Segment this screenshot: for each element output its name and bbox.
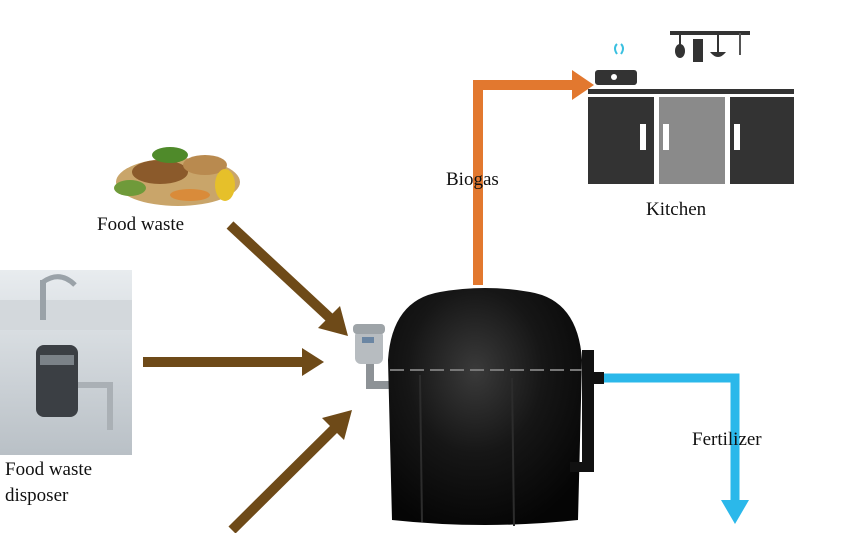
disposer-arrow <box>143 348 324 376</box>
outlet-pipe <box>582 350 594 470</box>
disposer-label-line1: Food waste <box>5 459 93 480</box>
biogas-label: Biogas <box>446 169 499 190</box>
fertilizer-arrow <box>602 373 749 524</box>
food-waste-image <box>114 147 240 206</box>
kitchen-illustration <box>588 31 794 184</box>
biogas-arrow <box>473 70 594 285</box>
biogas-digester-tank <box>353 288 604 527</box>
food-waste-label: Food waste <box>97 214 185 235</box>
food-waste-disposer-image <box>0 270 132 455</box>
disposer-label-line2: disposer <box>5 485 69 506</box>
flame-icon <box>614 43 624 55</box>
kitchen-label: Kitchen <box>646 199 707 220</box>
inlet-valve <box>355 330 383 364</box>
fertilizer-label: Fertilizer <box>692 429 762 450</box>
third-input-arrow <box>228 410 352 533</box>
food-waste-arrow <box>226 221 348 336</box>
